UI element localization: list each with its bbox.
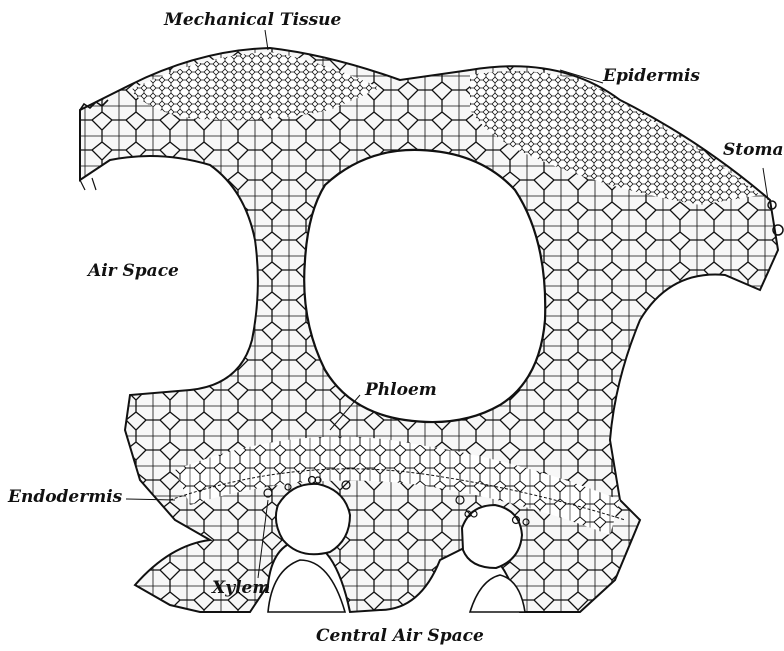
- label-endodermis: Endodermis: [8, 489, 122, 506]
- label-stoma: Stoma: [723, 142, 783, 159]
- vascular-hole-left: [276, 484, 350, 554]
- label-air-space: Air Space: [88, 263, 179, 280]
- label-phloem: Phloem: [365, 382, 437, 399]
- label-central-air-space: Central Air Space: [316, 628, 484, 645]
- label-epidermis: Epidermis: [603, 68, 700, 85]
- label-mechanical-tissue: Mechanical Tissue: [164, 12, 341, 29]
- leader-mechanical-tissue: [265, 30, 268, 50]
- label-xylem: Xylem: [212, 580, 270, 597]
